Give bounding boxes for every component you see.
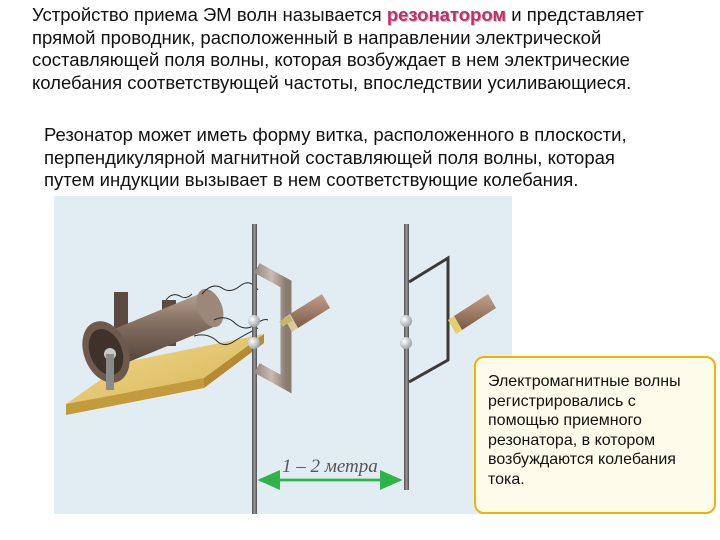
receiver-handle: [448, 294, 496, 334]
coil-wires: [165, 282, 269, 346]
receiver-rod: [404, 224, 409, 490]
hertz-experiment-drawing: [66, 224, 496, 514]
second-paragraph: Резонатор может иметь форму витка, распо…: [44, 124, 627, 190]
receiver-frame: [408, 255, 450, 384]
callout-text: Электромагнитные волны регистрировались …: [488, 373, 681, 488]
receiver-ball-bottom: [400, 337, 412, 349]
receiver-ball-top: [400, 315, 412, 327]
transmitter-frame: [254, 263, 292, 394]
spark-gap-ball-bottom: [248, 337, 260, 349]
wooden-base: [66, 334, 264, 415]
callout-box: Электромагнитные волны регистрировались …: [474, 356, 716, 514]
induction-coil: [82, 288, 224, 390]
transmitter-handle: [279, 294, 330, 332]
hertz-experiment-illustration: [54, 196, 512, 514]
transmitter-rod: [252, 224, 257, 514]
highlighted-term: резонатором: [386, 4, 507, 25]
intro-text-end: и представляет прямой проводник, располо…: [32, 4, 644, 93]
intro-paragraph: Устройство приема ЭМ волн называется рез…: [32, 4, 712, 94]
spark-gap-ball-top: [248, 315, 260, 327]
distance-label: 1 – 2 метра: [282, 456, 378, 477]
intro-text-start: Устройство приема ЭМ волн называется: [32, 4, 387, 25]
